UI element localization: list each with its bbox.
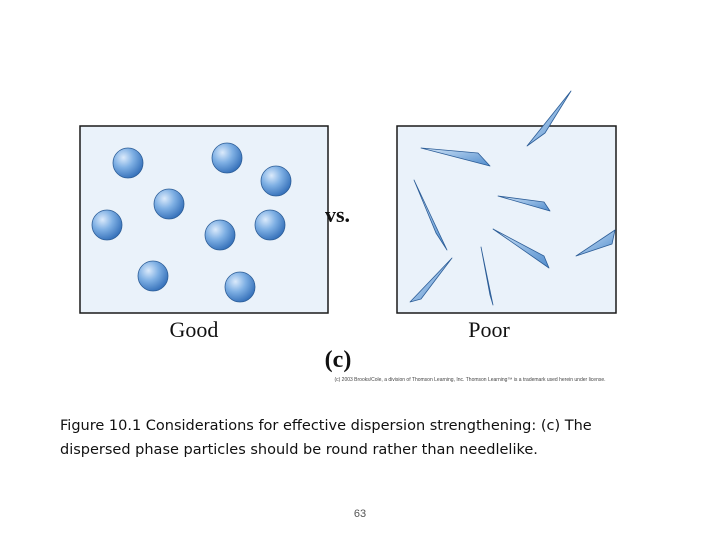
round-particle bbox=[91, 209, 123, 241]
round-particle bbox=[224, 271, 256, 303]
round-particle bbox=[153, 188, 185, 220]
needle-particles bbox=[409, 90, 616, 306]
needle-particle bbox=[575, 229, 616, 257]
round-particle bbox=[211, 142, 243, 174]
round-particle bbox=[204, 219, 236, 251]
needle-particle bbox=[420, 147, 491, 167]
needle-particle bbox=[492, 228, 550, 269]
round-particle bbox=[112, 147, 144, 179]
needle-particle bbox=[497, 195, 551, 212]
vs-label: vs. bbox=[325, 202, 350, 227]
needle-particle bbox=[480, 246, 494, 306]
panel-label: (c) bbox=[325, 347, 352, 373]
round-particle bbox=[137, 260, 169, 292]
copyright-notice: (c) 2003 Brooks/Cole, a division of Thom… bbox=[334, 377, 606, 383]
good-label: Good bbox=[170, 317, 219, 342]
needle-particle bbox=[526, 90, 572, 147]
round-particle bbox=[254, 209, 286, 241]
needle-particle bbox=[413, 179, 448, 251]
round-particles bbox=[91, 142, 292, 303]
poor-label: Poor bbox=[468, 317, 510, 342]
round-particle bbox=[260, 165, 292, 197]
figure-caption: Figure 10.1 Considerations for effective… bbox=[60, 418, 592, 458]
needle-particle bbox=[409, 257, 453, 303]
page-number: 63 bbox=[353, 508, 367, 520]
